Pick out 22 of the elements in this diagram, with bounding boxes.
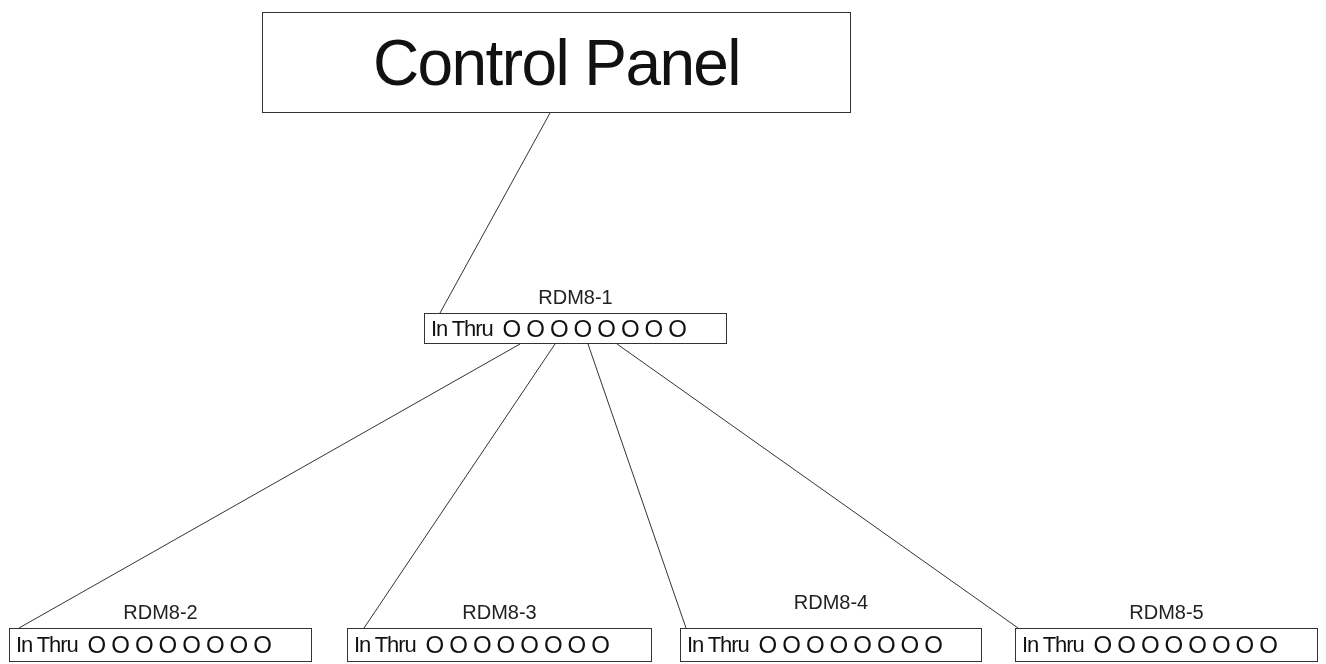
panel-title: Control Panel xyxy=(373,30,740,95)
port-labels: In Thru xyxy=(354,634,416,656)
port-labels: In Thru xyxy=(431,317,493,340)
panel-box xyxy=(262,12,851,113)
port-markers: OOOOOOOO xyxy=(87,633,277,657)
module-name: RDM8-2 xyxy=(122,602,199,622)
port-labels: In Thru xyxy=(1022,634,1084,656)
module-name: RDM8-4 xyxy=(792,592,870,612)
connector-line xyxy=(587,343,687,629)
connector-line xyxy=(18,343,521,629)
port-markers: OOOOOOOO xyxy=(1093,633,1283,657)
port-labels: In Thru xyxy=(16,634,78,656)
connector-line xyxy=(616,343,1019,629)
module-name: RDM8-3 xyxy=(461,602,538,622)
port-labels: In Thru xyxy=(687,634,749,656)
module-name: RDM8-1 xyxy=(537,287,614,307)
port-markers: OOOOOOOO xyxy=(425,633,615,657)
connector-line xyxy=(439,112,551,314)
port-markers: OOOOOOOO xyxy=(758,633,948,657)
module-name: RDM8-5 xyxy=(1128,602,1205,622)
port-markers: OOOOOOOO xyxy=(502,316,692,341)
connector-line xyxy=(363,343,556,629)
